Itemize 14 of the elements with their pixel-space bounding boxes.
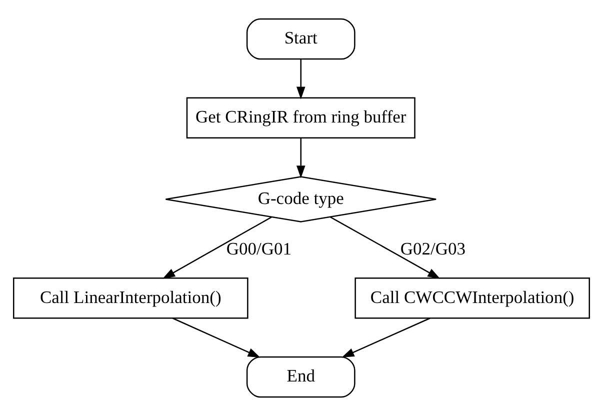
arrow [330, 216, 440, 278]
arrow [296, 138, 306, 178]
arrow [172, 317, 260, 358]
edge-label: G02/G03 [400, 238, 466, 258]
node-box: Call CWCCWInterpolation() [354, 276, 590, 318]
arrow [162, 216, 272, 278]
node-box: End [246, 356, 356, 398]
arrow [296, 58, 306, 99]
node-box: Start [246, 18, 356, 60]
node-box: Get CRingIR from ring buffer [186, 96, 416, 138]
node-diamond: G-code type [165, 176, 437, 222]
edge-label: G00/G01 [226, 238, 292, 258]
node-box: Call LinearInterpolation() [13, 276, 248, 318]
arrow [342, 317, 430, 358]
